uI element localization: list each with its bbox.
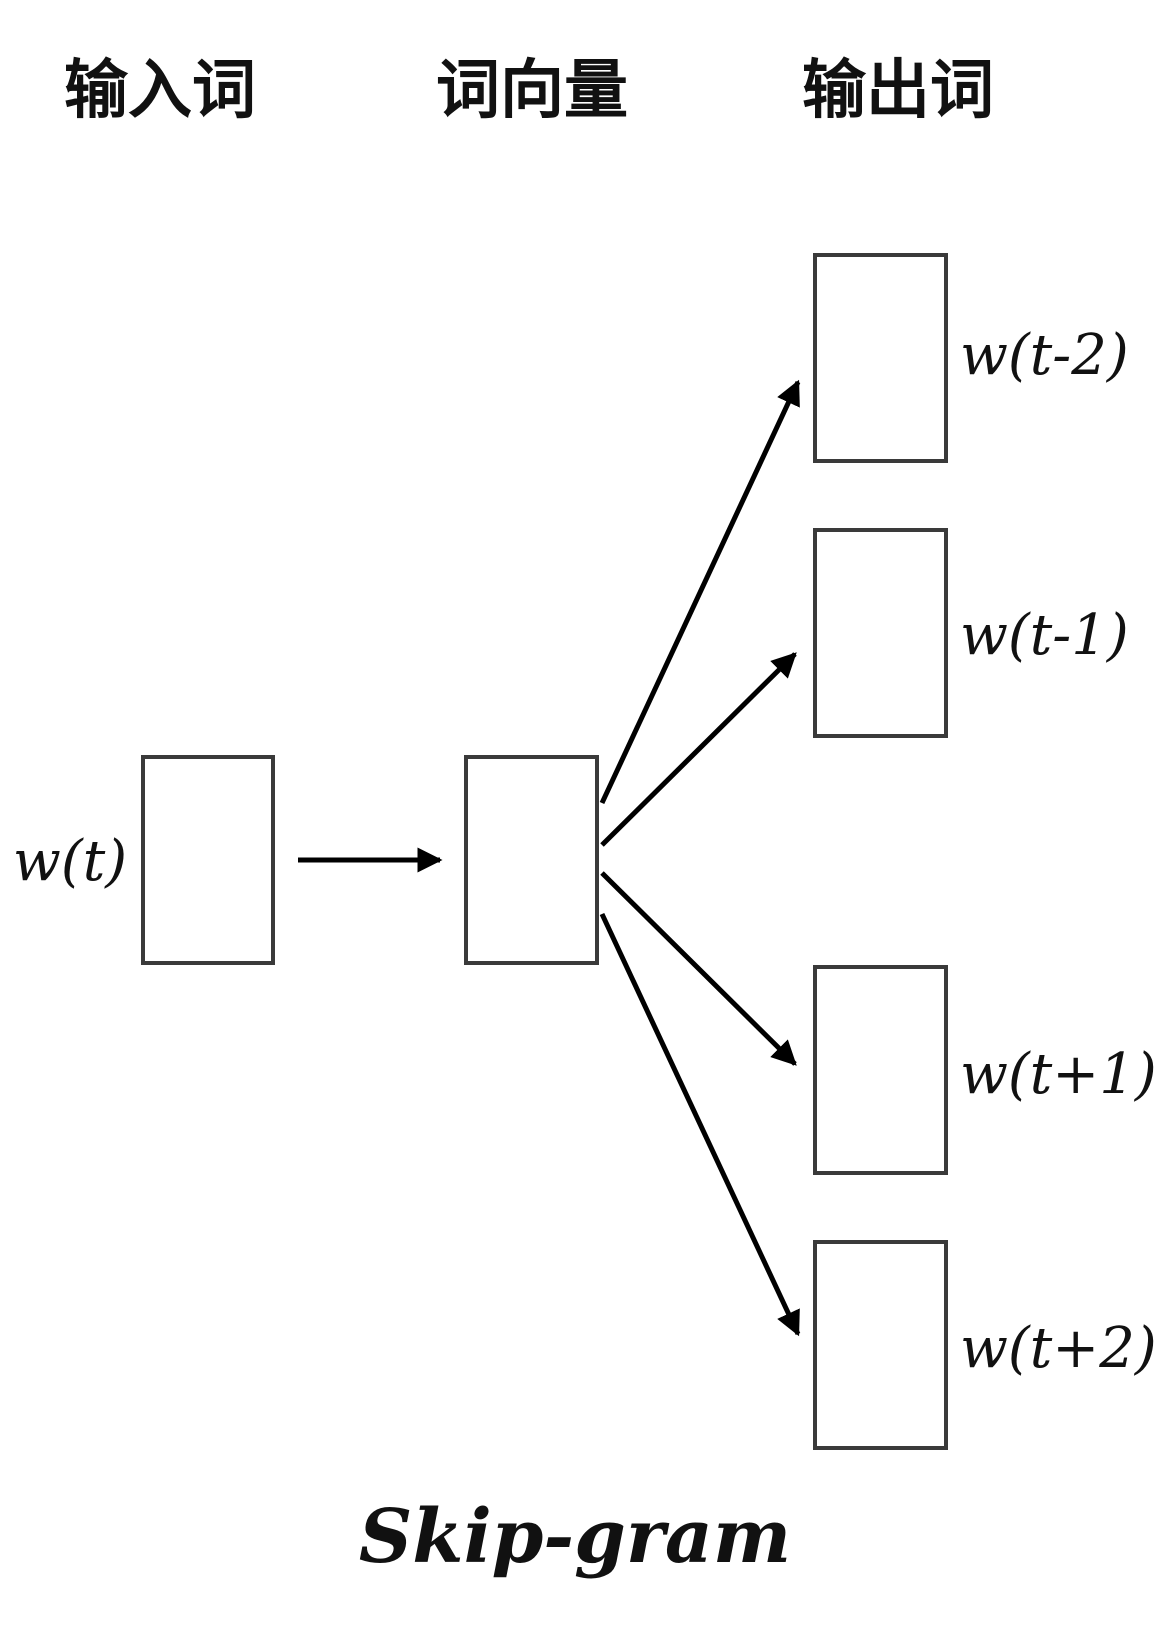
output-word-label-t-plus-2: w(t+2) <box>960 1316 1157 1381</box>
output-word-box-t-plus-1 <box>813 965 948 1175</box>
arrow-vector-to-t-minus-1 <box>600 652 797 847</box>
word-vector-box <box>464 755 599 965</box>
arrow-vector-to-t-plus-2 <box>599 912 801 1337</box>
output-word-label-t-minus-1: w(t-1) <box>960 603 1129 668</box>
output-word-label-t-plus-1: w(t+1) <box>960 1042 1157 1107</box>
header-input-words: 输入词 <box>64 54 256 128</box>
arrow-vector-to-t-plus-1 <box>600 871 797 1066</box>
header-word-vectors: 词向量 <box>436 54 628 128</box>
arrow-vector-to-t-minus-2 <box>599 379 801 805</box>
input-word-label: w(t) <box>13 829 127 894</box>
header-output-words: 输出词 <box>802 54 994 128</box>
input-word-box <box>141 755 275 965</box>
output-word-box-t-plus-2 <box>813 1240 948 1450</box>
diagram-caption: Skip-gram <box>359 1494 791 1580</box>
output-word-box-t-minus-1 <box>813 528 948 738</box>
output-word-label-t-minus-2: w(t-2) <box>960 323 1129 388</box>
output-word-box-t-minus-2 <box>813 253 948 463</box>
